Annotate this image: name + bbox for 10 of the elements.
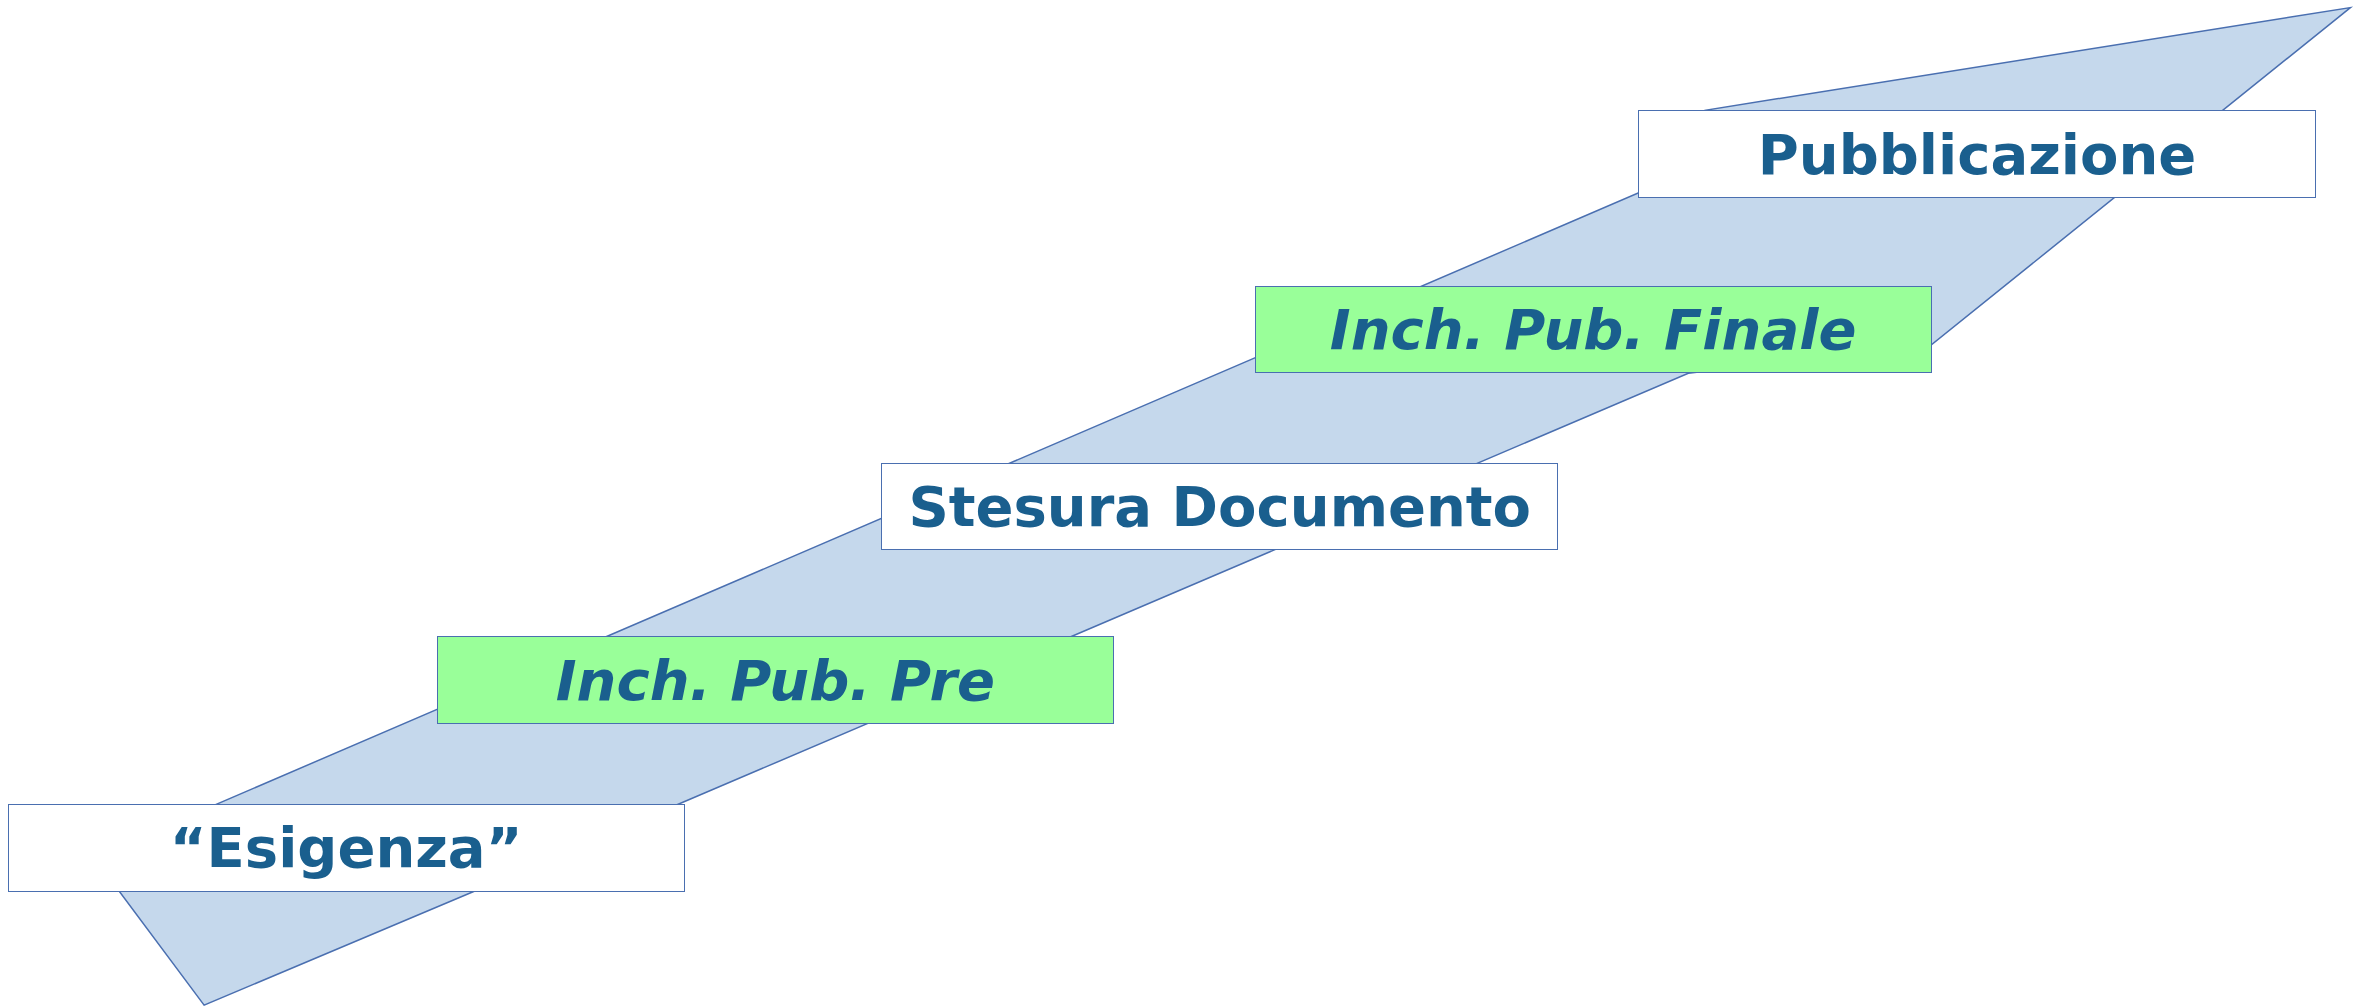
step-label: Inch. Pub. Pre [555,647,995,713]
step-label: Inch. Pub. Finale [1329,297,1857,362]
step-label: Pubblicazione [1757,121,2197,187]
step-box [1638,110,2316,198]
step-box [881,462,1559,551]
step-box [1254,285,1932,374]
step-box [7,804,685,892]
step-label: “Esigenza” [169,815,523,881]
step-box [436,636,1114,724]
step-label: Stesura Documento [908,473,1532,539]
